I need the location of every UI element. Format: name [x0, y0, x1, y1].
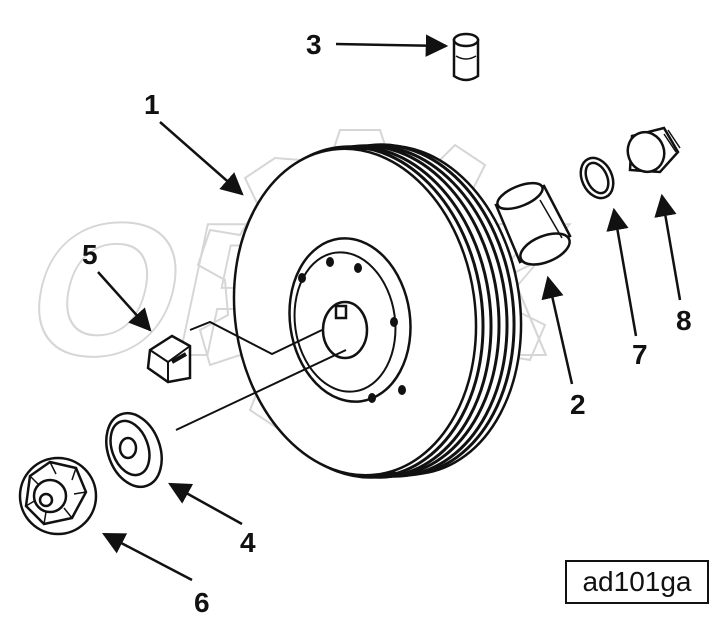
callout-4: 4 [240, 527, 256, 558]
leader-1 [159, 121, 244, 196]
callout-3: 3 [306, 29, 322, 60]
nut [18, 456, 98, 536]
callout-8: 8 [676, 305, 692, 336]
assembly-guide-lines [175, 320, 347, 431]
leader-arrows [97, 34, 682, 582]
callout-labels: 3 1 5 2 7 8 4 6 [82, 29, 692, 618]
reference-code: ad101ga [582, 566, 692, 597]
plug [626, 126, 681, 174]
callout-7: 7 [632, 339, 648, 370]
callout-1: 1 [144, 89, 160, 120]
callout-2: 2 [570, 389, 586, 420]
key [146, 334, 192, 384]
leader-3 [335, 34, 449, 57]
pin [452, 32, 480, 82]
leader-8 [654, 193, 682, 301]
leader-6 [102, 532, 193, 582]
callout-6: 6 [194, 587, 210, 618]
leader-4 [168, 482, 243, 526]
reference-code-box: ad101ga [565, 560, 709, 604]
callout-5: 5 [82, 239, 98, 270]
sleeve [494, 181, 572, 266]
leader-5 [97, 271, 152, 332]
washer [105, 411, 163, 489]
damper-pulley [232, 143, 523, 479]
ring [579, 156, 615, 200]
leader-2 [541, 275, 574, 385]
leader-7 [606, 207, 638, 337]
